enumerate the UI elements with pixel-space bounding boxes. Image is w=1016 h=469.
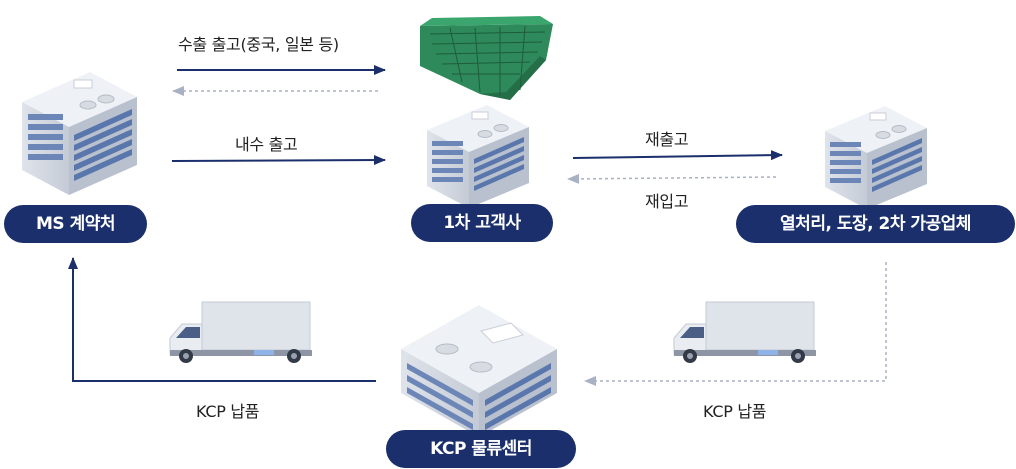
reenter-arrow <box>567 173 777 184</box>
reship-arrow <box>572 150 783 161</box>
domestic-label: 내수 출고 <box>235 135 298 154</box>
processor-to-kcp-arrow <box>584 262 887 386</box>
export-label: 수출 출고(중국, 일본 등) <box>178 35 339 54</box>
ms-node-badge: MS 계약처 <box>4 205 147 243</box>
kcp-to-ms-arrow <box>68 257 376 382</box>
processor-node-badge: 열처리, 도장, 2차 가공업체 <box>736 205 1015 243</box>
truck-right-icon <box>673 301 816 363</box>
kcp-center-node-badge: KCP 물류센터 <box>386 430 576 468</box>
ms-building-icon <box>22 72 137 195</box>
reship-label: 재출고 <box>645 130 689 149</box>
customer1-node-badge: 1차 고객사 <box>411 204 553 242</box>
crate-basket-icon <box>420 16 553 100</box>
reenter-label: 재입고 <box>645 192 689 211</box>
kcp-delivery-left-label: KCP 납품 <box>196 402 260 421</box>
kcp-warehouse-icon <box>401 305 557 437</box>
processor-building-icon <box>825 106 927 209</box>
truck-left-icon <box>169 301 312 363</box>
domestic-arrow <box>171 155 386 166</box>
customer-building-icon <box>427 105 529 208</box>
kcp-delivery-right-label: KCP 납품 <box>703 402 767 421</box>
